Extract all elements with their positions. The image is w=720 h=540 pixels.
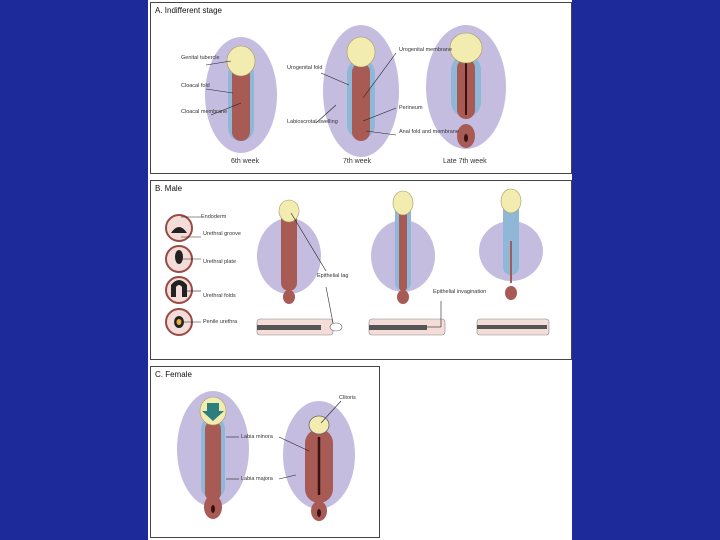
panel-female: C. Female Clitoris Labia minora [150, 366, 380, 538]
stage-7th-week [323, 25, 399, 157]
label-anal-fold-membrane: Anal fold and membrane [399, 129, 459, 135]
label-urogenital-fold: Urogenital fold [287, 65, 323, 71]
panel-a-leaders [205, 52, 397, 136]
longitudinal-sections [256, 318, 550, 336]
panel-a-illustration [205, 25, 506, 157]
female-stage-1 [177, 391, 249, 519]
label-urethral-folds: Urethral folds [203, 293, 236, 299]
label-urethral-groove: Urethral groove [203, 231, 241, 237]
female-stage-2 [283, 401, 355, 521]
panel-indifferent-stage: A. Indifferent stage [150, 2, 572, 174]
panel-b-leaders [181, 212, 442, 328]
label-epithelial-invagination: Epithelial invagination [433, 289, 487, 295]
panel-male: B. Male [150, 180, 572, 360]
label-labia-majora: Labia majora [241, 476, 273, 482]
male-stage-1 [257, 199, 321, 304]
label-urethral-plate: Urethral plate [203, 259, 237, 265]
panel-b-title: B. Male [155, 184, 183, 193]
panel-c-leaders [226, 400, 342, 480]
label-labia-minora: Labia minora [241, 434, 273, 440]
caption-late-7th-week: Late 7th week [443, 158, 487, 165]
label-endoderm: Endoderm [201, 214, 227, 220]
stage-late-7th-week [426, 25, 506, 149]
caption-6th-week: 6th week [231, 158, 260, 165]
panel-c-illustration [177, 391, 355, 521]
male-stage-2 [371, 190, 435, 304]
label-clitoris: Clitoris [339, 395, 356, 401]
male-stage-3 [479, 188, 543, 300]
label-cloacal-fold: Cloacal fold [181, 83, 210, 89]
panel-a-title: A. Indifferent stage [155, 6, 223, 15]
label-penile-urethra: Penile urethra [203, 319, 238, 325]
cross-sections [165, 214, 193, 336]
panel-c-title: C. Female [155, 370, 192, 379]
panel-b-illustration [165, 188, 550, 336]
stage-6th-week [205, 37, 277, 153]
label-epithelial-tag: Epithelial tag [317, 273, 349, 279]
label-genital-tubercle: Genital tubercle [181, 55, 220, 61]
label-perineum: Perineum [399, 105, 423, 111]
label-labioscrotal-swelling: Labioscrotal swelling [287, 119, 338, 125]
label-urogenital-membrane: Urogenital membrane [399, 47, 452, 53]
label-cloacal-membrane: Cloacal membrane [181, 109, 228, 115]
caption-7th-week: 7th week [343, 158, 372, 165]
